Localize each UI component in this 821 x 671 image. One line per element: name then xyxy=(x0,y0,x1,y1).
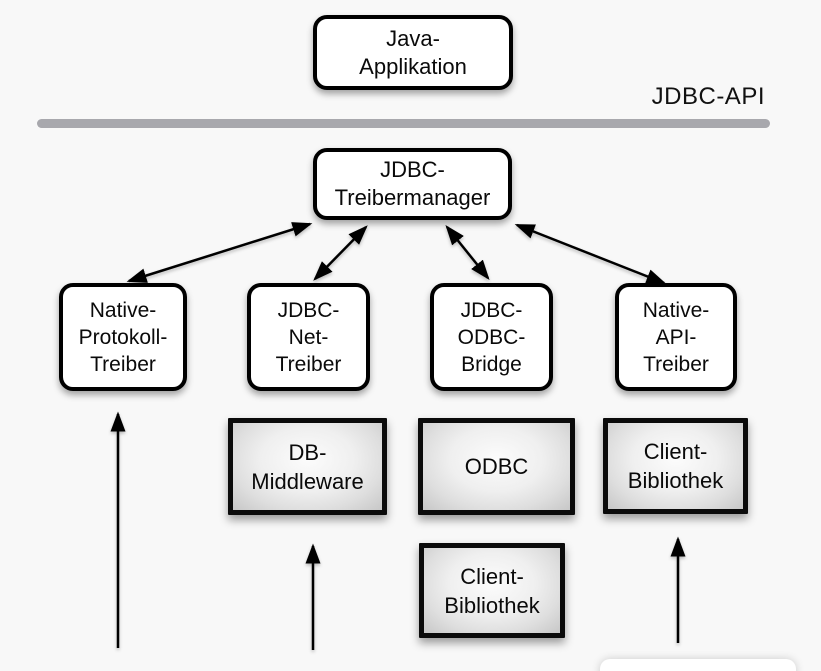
arrow-treibermanager-jdbc-net xyxy=(313,225,368,281)
node-jdbc-net-treiber: JDBC- Net- Treiber xyxy=(247,283,370,391)
node-odbc: ODBC xyxy=(418,418,575,515)
node-label-line: Client- xyxy=(643,439,708,464)
node-label-line: Bibliothek xyxy=(444,592,540,618)
jdbc-api-divider-line xyxy=(37,119,770,128)
node-jdbc-treibermanager: JDBC- Treibermanager xyxy=(313,148,512,220)
node-label-line: Bibliothek xyxy=(627,468,724,493)
node-label-line: Applikation xyxy=(359,53,467,79)
jdbc-api-label: JDBC-API xyxy=(651,83,765,110)
node-label-line: API- xyxy=(655,325,697,349)
node-native-api-treiber: Native- API- Treiber xyxy=(615,283,737,391)
node-label-line: Native- xyxy=(89,298,157,322)
node-label-line: Bridge xyxy=(461,352,522,376)
node-client-bibliothek-bottom: Client- Bibliothek xyxy=(419,543,565,638)
node-client-bibliothek-right: Client- Bibliothek xyxy=(603,418,748,514)
arrow-treibermanager-native-api xyxy=(514,223,667,285)
node-java-applikation: Java- Applikation xyxy=(313,15,513,90)
node-native-protokoll-treiber: Native- Protokoll- Treiber xyxy=(59,283,187,391)
node-label-line: Client- xyxy=(460,563,524,589)
node-db-middleware: DB- Middleware xyxy=(228,418,387,515)
node-label-line: Treibermanager xyxy=(334,185,491,210)
node-label-line: JDBC- xyxy=(460,298,523,322)
node-label-line: Net- xyxy=(288,325,329,349)
node-jdbc-odbc-bridge: JDBC- ODBC- Bridge xyxy=(430,283,553,391)
arrow-treibermanager-jdbc-odbc xyxy=(445,225,490,280)
node-label-line: JDBC- xyxy=(277,298,340,322)
node-label-line: JDBC- xyxy=(380,157,445,182)
node-label-line: Treiber xyxy=(643,352,709,376)
arrow-treibermanager-native-protokoll xyxy=(126,222,313,283)
node-label-line: Java- xyxy=(386,25,440,51)
node-label-line: DB- xyxy=(288,439,327,465)
node-label-line: Protokoll- xyxy=(78,325,168,349)
node-label-line: Middleware xyxy=(251,468,364,494)
node-label-line: ODBC- xyxy=(457,325,526,349)
node-label-line: ODBC xyxy=(464,454,529,479)
node-label-line: Native- xyxy=(642,298,710,322)
node-cutoff-bottom-right xyxy=(600,659,796,671)
node-label-line: Treiber xyxy=(275,352,342,376)
node-label-line: Treiber xyxy=(90,352,156,376)
